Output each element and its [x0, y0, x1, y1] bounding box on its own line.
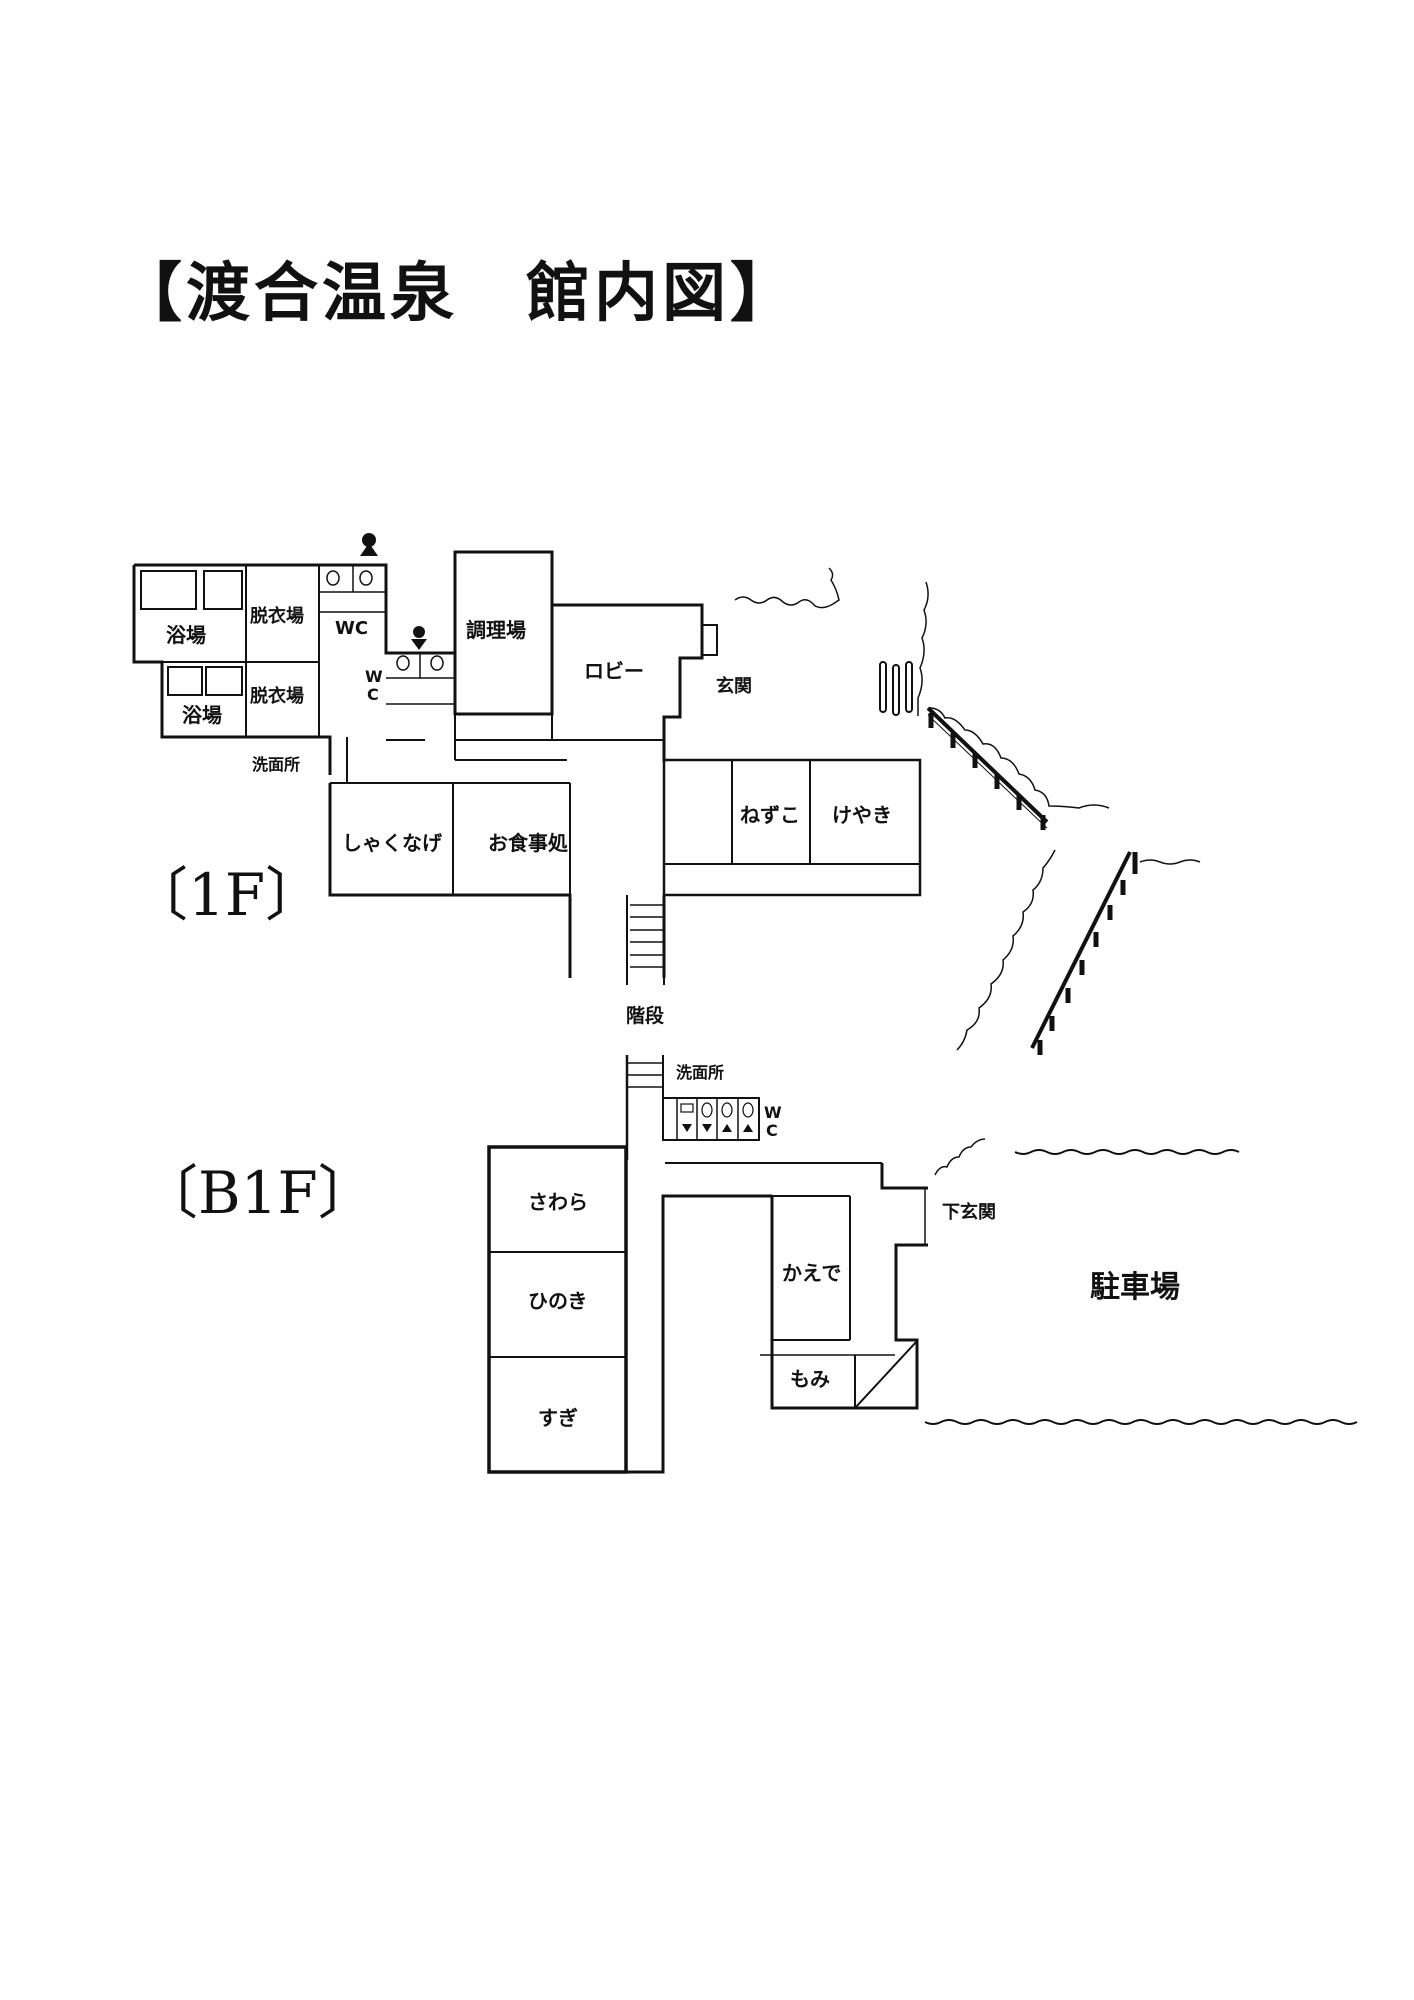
men-icon — [743, 1124, 753, 1132]
toilet-icon — [721, 1102, 733, 1118]
toilet-icon — [430, 655, 444, 671]
wc-b1-w: W — [764, 1103, 782, 1122]
terrain-line — [917, 581, 929, 716]
bathtub — [140, 570, 197, 610]
floor-label-b1f: 〔B1F〕 — [140, 1159, 376, 1227]
shoe-rack — [892, 664, 900, 716]
room-nezuko: ねずこ — [740, 803, 800, 827]
stairs-1f — [626, 895, 665, 985]
room-bath-upper: 浴場 — [166, 623, 206, 647]
room-kitchen: 調理場 — [466, 618, 526, 642]
terrain-line — [956, 849, 1056, 1051]
terrain-line — [934, 1138, 986, 1176]
dining-wing-outline — [328, 783, 572, 978]
room-dressing-upper: 脱衣場 — [250, 605, 304, 627]
room-dining: お食事処 — [488, 831, 569, 855]
stairs-label: 階段 — [626, 1004, 665, 1027]
shoe-rack — [905, 661, 913, 713]
lobby-outline — [552, 603, 704, 758]
terrain-line — [1139, 859, 1201, 865]
terrain-line — [1014, 1149, 1240, 1155]
wc-b1-c: C — [766, 1121, 778, 1140]
wc-women-w: W — [365, 667, 383, 686]
room-kaede: かえで — [782, 1261, 841, 1285]
room-keyaki: けやき — [832, 803, 892, 827]
room-washroom-1f: 洗面所 — [252, 755, 300, 774]
room-sawara: さわら — [528, 1190, 588, 1214]
entrance-step — [701, 624, 718, 656]
guestroom-wing-outline — [662, 758, 922, 897]
fence-upper — [926, 706, 1049, 830]
parking-label: 駐車場 — [1090, 1270, 1180, 1305]
women-icon — [702, 1124, 712, 1132]
wc-men-label: WC — [335, 618, 368, 639]
west-wing-outline — [487, 1145, 628, 1474]
terrain-line — [929, 707, 1110, 809]
toilet-icon — [359, 570, 373, 586]
bath-block-outline-left — [132, 565, 332, 775]
shoe-rack — [879, 661, 887, 713]
room-dressing-lower: 脱衣場 — [250, 685, 304, 707]
toilet-icon — [742, 1102, 754, 1118]
room-hinoki: ひのき — [528, 1289, 587, 1313]
corridor-outline — [626, 1194, 772, 1474]
page-title: 【渡合温泉 館内図】 — [118, 257, 798, 331]
b1-wc-block — [662, 1097, 760, 1141]
wc-women-c: C — [367, 685, 379, 704]
terrain-line — [924, 1419, 1358, 1425]
room-lower-entrance: 下玄関 — [942, 1201, 996, 1223]
room-entrance: 玄関 — [716, 675, 752, 697]
floor-1f — [132, 533, 1240, 1176]
floor-b1f — [487, 1055, 1358, 1474]
men-icon — [722, 1124, 732, 1132]
room-washroom-b1f: 洗面所 — [676, 1063, 724, 1082]
bathtub — [167, 666, 203, 696]
room-labels: 浴場 脱衣場 浴場 脱衣場 WC W C 洗面所 調理場 ロビー 玄関 しゃくな… — [166, 605, 1180, 1430]
room-shakunage: しゃくなげ — [342, 831, 443, 855]
women-icon — [411, 626, 427, 650]
east-wing-outline — [770, 1196, 928, 1410]
bathtub — [203, 570, 243, 610]
fence-lower — [1030, 851, 1138, 1055]
room-momi: もみ — [790, 1367, 830, 1391]
room-sugi: すぎ — [538, 1406, 578, 1430]
terrain-line — [734, 567, 840, 609]
kitchen-outline — [453, 550, 554, 716]
men-icon — [360, 533, 378, 556]
floor-label-1f: 〔1F〕 — [130, 861, 324, 929]
room-bath-lower: 浴場 — [182, 703, 222, 727]
women-icon — [682, 1124, 692, 1132]
toilet-icon — [701, 1102, 713, 1118]
room-lobby: ロビー — [584, 659, 644, 683]
toilet-icon — [396, 655, 410, 671]
stairs-b1f — [625, 1055, 664, 1160]
bathtub — [205, 666, 243, 696]
toilet-icon — [680, 1103, 694, 1113]
toilet-icon — [326, 570, 340, 586]
